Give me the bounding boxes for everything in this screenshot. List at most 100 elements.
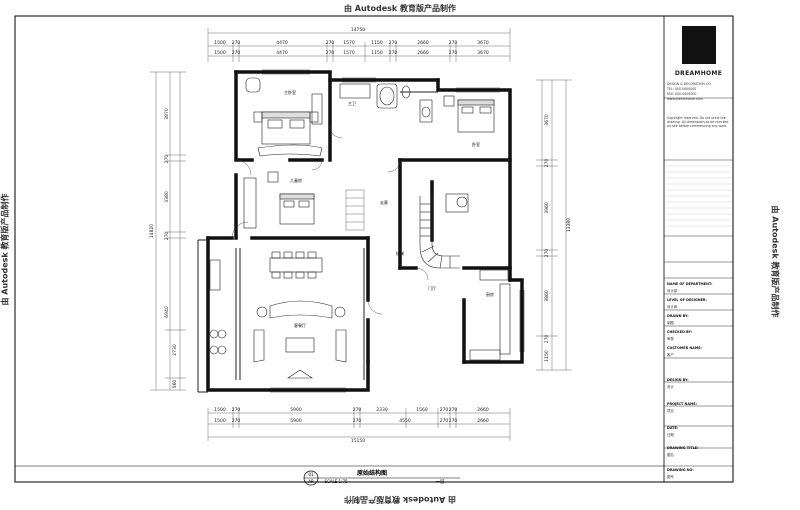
dreamhome-logo-icon [682, 26, 716, 64]
dim-bottom: 270 [232, 418, 241, 424]
sheet-border [14, 15, 734, 483]
dim-top: 270 [449, 50, 458, 56]
dim-left-total: 14820 [149, 224, 155, 238]
floor-level: 一层 [436, 479, 445, 485]
sheet-code: AR [308, 479, 314, 484]
field-label: DRAWING NO: [667, 468, 694, 472]
dim-left: 2730 [172, 344, 178, 356]
dim-right: 3960 [544, 202, 550, 214]
field-label: LEVEL OF DESIGNER: [667, 298, 707, 302]
field-label: DRAWN BY: [667, 314, 689, 318]
dim-bottom: 270 [353, 418, 362, 424]
dim-top: 4470 [276, 40, 288, 46]
dim-bottom: 270 [353, 407, 362, 413]
top-dimensions [207, 28, 511, 62]
field-value: 审核 [667, 337, 674, 341]
drawing-name: 原始结构图 [357, 469, 387, 477]
bedroom2-bed [443, 95, 495, 133]
corridor-label: 走廊 [380, 199, 388, 205]
drawing-scale: SCALE 1:75 [324, 479, 348, 484]
dim-top: 3670 [477, 50, 489, 56]
dim-bottom: 5900 [290, 418, 302, 424]
dim-bottom: 270 [449, 407, 458, 413]
dim-top: 270 [232, 40, 241, 46]
dim-bottom: 270 [440, 418, 449, 424]
copyright-notes: Copyright reserved. Do not scale the dra… [667, 116, 729, 128]
company-address-3: FAX: 000-0000000 [667, 92, 697, 96]
dim-left: 560 [172, 380, 178, 389]
dim-left: 270 [164, 232, 170, 241]
dining-table [269, 251, 323, 279]
dim-top: 1500 [214, 40, 226, 46]
master-room-label: 主卧室 [284, 89, 296, 95]
company-address-2: TEL: 000-0000000 [667, 87, 697, 91]
top-dimension-labels: 14750 1500 270 4470 270 1570 1150 270 26… [214, 27, 489, 56]
dim-top: 270 [389, 40, 398, 46]
drawing-number: 01 [308, 472, 314, 477]
dim-top: 2660 [417, 40, 429, 46]
field-label: PROJECT NAME: [667, 402, 698, 406]
field-label: NAME OF DEPARTMENT: [667, 282, 713, 286]
dim-top: 4470 [276, 50, 288, 56]
dim-right: 270 [544, 249, 550, 258]
dim-right: 270 [544, 159, 550, 168]
dim-bottom: 1500 [214, 418, 226, 424]
dim-bottom: 1500 [214, 407, 226, 413]
field-value: 设计 [667, 385, 674, 389]
dim-bottom: 270 [232, 407, 241, 413]
bedroom2-label: 卧室 [472, 141, 480, 147]
right-dimensions [536, 79, 572, 371]
field-label: DRAWING TITLE: [667, 446, 699, 450]
bedroom3-bed [243, 171, 315, 229]
field-label: CHECKED BY: [667, 330, 692, 334]
room-label-kitchen: 厨房 [486, 291, 494, 297]
field-label: CUSTOMER NAME: [667, 346, 702, 350]
dim-top: 1150 [371, 50, 383, 56]
dim-left: 6940 [164, 306, 170, 318]
dim-bottom: 2660 [477, 407, 489, 413]
stairs [419, 193, 469, 269]
field-value: 设计部 [667, 289, 678, 293]
bath-room-label: 主卫 [348, 100, 356, 106]
autodesk-stamp-top: 由 Autodesk 教育版产品制作 [343, 4, 456, 13]
master-bed [245, 77, 323, 157]
dim-right: 1150 [544, 350, 550, 362]
dim-bottom: 270 [440, 407, 449, 413]
dim-right: 3860 [544, 290, 550, 302]
room-label-stair: 楼梯 [396, 250, 404, 256]
dim-right: 3670 [544, 114, 550, 126]
bedroom3-label: 儿童房 [290, 177, 302, 183]
dim-top: 3670 [477, 40, 489, 46]
room-label-corridor: 走廊 [380, 199, 388, 205]
walls [206, 70, 524, 392]
dim-top: 270 [389, 50, 398, 56]
kitchen-fixtures [469, 269, 511, 361]
field-label: DESIGN BY: [667, 378, 689, 382]
living-furniture [209, 259, 347, 379]
dim-top: 1570 [343, 40, 355, 46]
company-address-4: www.dreamhome.com [667, 97, 703, 101]
dim-bottom: 1560 [416, 407, 428, 413]
dim-top: 270 [326, 50, 335, 56]
field-value: 设计师 [667, 305, 678, 309]
drawing-title: 01 AR 原始结构图 SCALE 1:75 一层 [303, 469, 460, 486]
title-block: DREAMHOME DESIGN & DECORATION CO. TEL: 0… [664, 16, 733, 482]
dim-top: 1570 [343, 50, 355, 56]
dim-left: 3380 [164, 191, 170, 203]
left-dimensions [150, 71, 186, 391]
dim-top: 2660 [417, 50, 429, 56]
door-swings [231, 125, 429, 315]
windows [262, 69, 525, 393]
wardrobe [345, 189, 365, 231]
brand-name: DREAMHOME [674, 70, 723, 77]
company-address-1: DESIGN & DECORATION CO. [667, 82, 712, 86]
dim-bottom: 270 [449, 418, 458, 424]
right-dimension-labels: 3670 270 3960 270 3860 270 1150 13380 [544, 114, 572, 362]
dim-bottom: 2330 [376, 407, 388, 413]
room-label-bedroom2: 卧室 [472, 141, 480, 147]
room-label-bedroom3: 儿童房 [290, 177, 302, 183]
dim-top: 270 [232, 50, 241, 56]
dim-left: 3870 [164, 108, 170, 120]
dim-left: 270 [164, 155, 170, 164]
